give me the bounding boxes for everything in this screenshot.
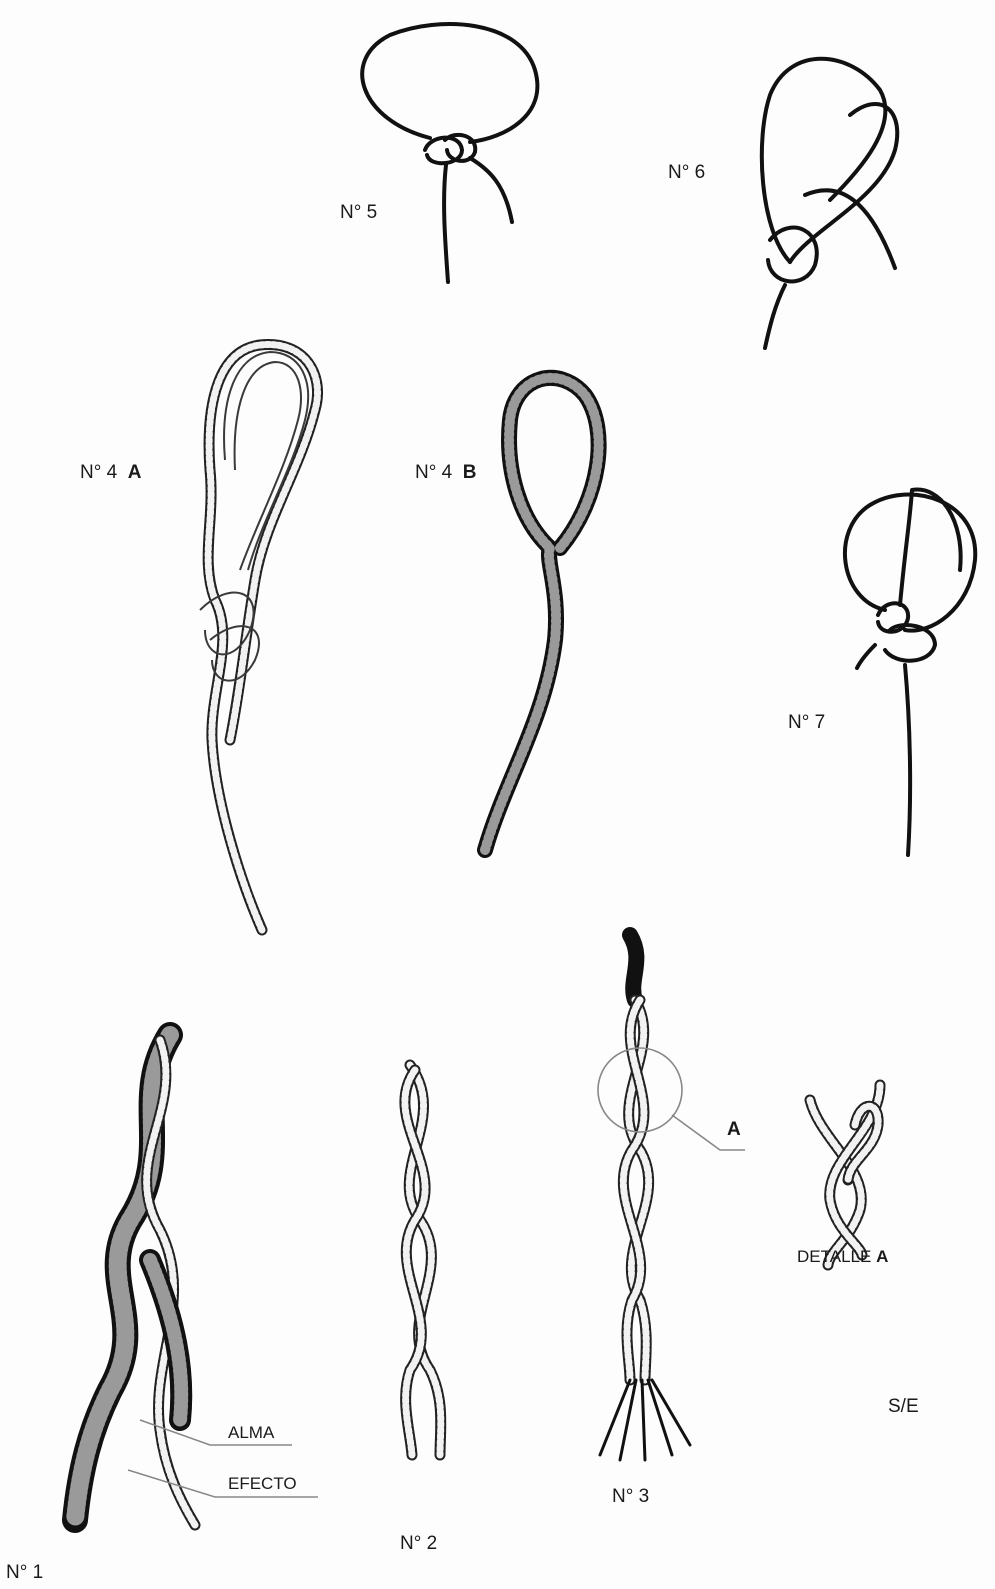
rope-2-drawing: [405, 1065, 441, 1455]
label-n7: N° 7: [788, 712, 825, 734]
label-n5: N° 5: [340, 202, 377, 224]
label-detail-ref-letter: A: [727, 1119, 741, 1140]
label-efecto: EFECTO: [228, 1473, 297, 1495]
label-n4b-prefix: N° 4: [415, 462, 452, 483]
label-alma: ALMA: [228, 1422, 274, 1444]
label-detalle-letter: A: [876, 1247, 888, 1266]
label-scale: S/E: [888, 1396, 919, 1418]
label-n4b: N° 4 B: [415, 462, 476, 484]
label-n4a: N° 4 A: [80, 462, 141, 484]
label-n4b-letter: B: [463, 462, 477, 483]
label-n2: N° 2: [400, 1533, 437, 1555]
detail-a-drawing: [810, 1085, 880, 1265]
label-n3: N° 3: [612, 1486, 649, 1508]
label-detail-ref: A: [727, 1119, 741, 1141]
knot-6-drawing: [762, 59, 897, 348]
label-n6: N° 6: [668, 162, 705, 184]
label-detalle-prefix: DETALLE: [797, 1247, 871, 1266]
knot-4b-drawing: [485, 378, 599, 850]
label-n1: N° 1: [6, 1562, 43, 1584]
rope-3-drawing: [598, 935, 745, 1460]
label-n4a-letter: A: [128, 462, 142, 483]
knot-4a-drawing: [200, 345, 318, 930]
knot-5-drawing: [362, 24, 537, 282]
rope-1-drawing: [75, 1035, 318, 1525]
label-n4a-prefix: N° 4: [80, 462, 117, 483]
label-detalle-a: DETALLE A: [797, 1246, 888, 1268]
knot-7-drawing: [845, 490, 975, 855]
